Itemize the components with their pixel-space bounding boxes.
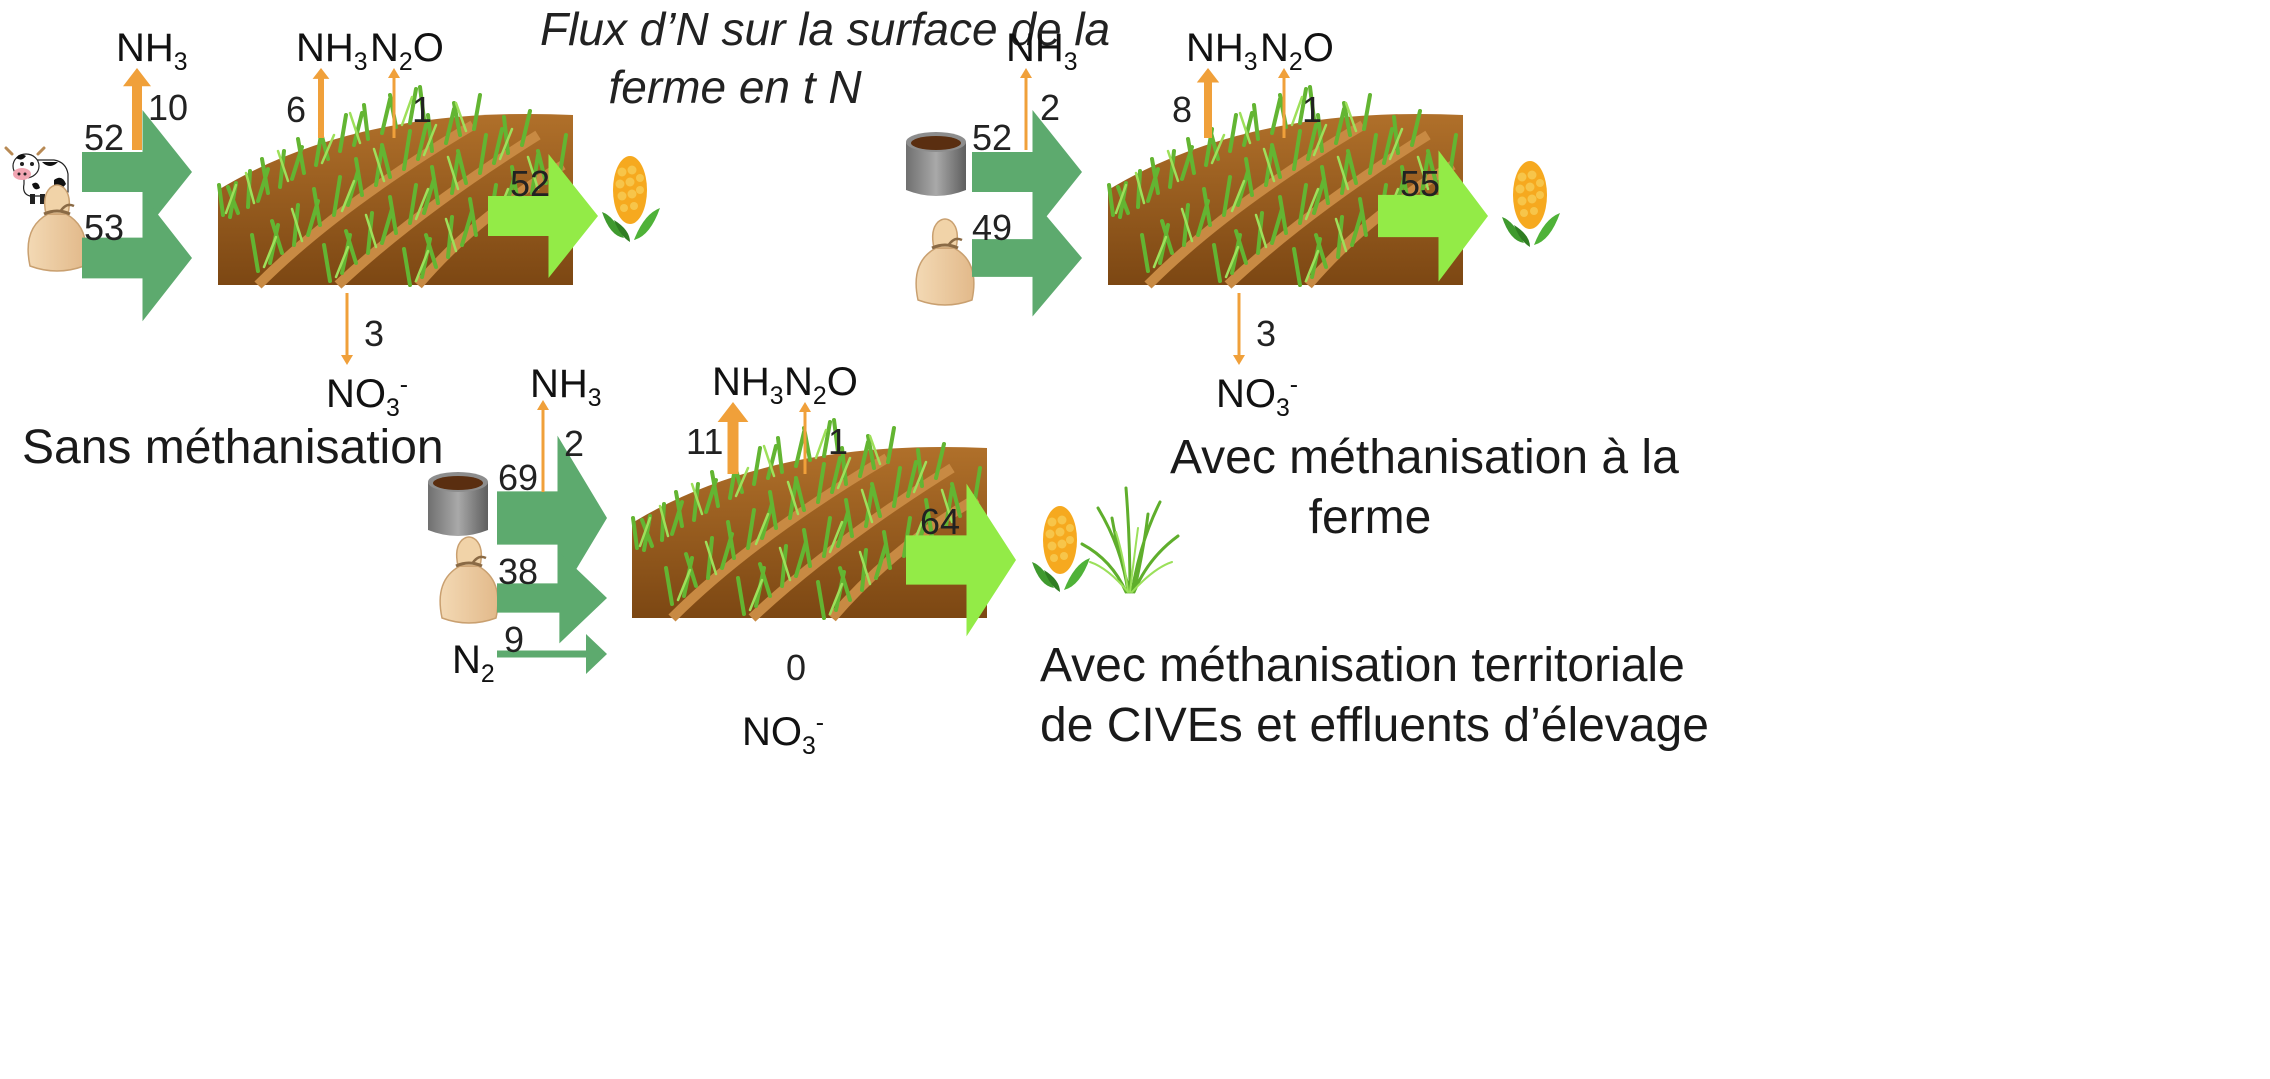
digestate-input-value: 52	[972, 117, 1013, 158]
mineral-fertilizer-bag-icon	[438, 535, 500, 625]
no3-leach-value: 3	[364, 313, 385, 354]
nh3-label: NH3	[296, 26, 368, 76]
mineral-fertilizer-bag-icon	[914, 217, 976, 307]
nh3-field-value: 6	[286, 89, 307, 130]
corn-icon	[1502, 161, 1560, 247]
no3-leach-arrow	[341, 293, 353, 365]
mineral-fertilizer-bag-icon	[26, 183, 88, 273]
input-arrow-digestate	[972, 109, 1082, 235]
output-arrow	[1378, 150, 1488, 282]
scenario-label-ferme-line-2: ferme	[1308, 491, 1432, 544]
output-value: 55	[1400, 163, 1441, 204]
nh3-storage-arrow	[537, 400, 549, 492]
scenario-label-territoriale: Avec méthanisation territoriale de CIVEs…	[1040, 639, 1709, 752]
scenario-label-sans: Sans méthanisation	[22, 421, 444, 474]
grass-icon	[1080, 486, 1180, 594]
digestate-input-value: 69	[498, 457, 539, 498]
nh3-label: NH3	[116, 26, 188, 76]
mineral-input-value: 53	[84, 207, 125, 248]
n2o-field-value: 1	[1302, 89, 1323, 130]
input-arrow-n2	[497, 634, 607, 674]
scenario-label-territoriale-line-2: de CIVEs et effluents d’élevage	[1040, 699, 1709, 752]
nh3-field-arrow	[717, 402, 749, 474]
input-arrow-digestate	[497, 435, 607, 601]
nh3-label: NH3	[1186, 26, 1258, 76]
n2o-field-arrow	[388, 68, 400, 138]
digestate-tank-icon	[428, 472, 488, 536]
n2o-field-value: 1	[828, 421, 849, 462]
output-arrow	[488, 153, 598, 279]
diagram-title: Flux d’N sur la surface de la ferme en t…	[540, 3, 1111, 113]
n2-input-value: 9	[504, 619, 525, 660]
input-arrow-mineral	[82, 194, 192, 322]
title-line-1: Flux d’N sur la surface de la	[540, 3, 1111, 55]
nh3-field-arrow	[1196, 68, 1220, 138]
scenario-label-ferme: Avec méthanisation à la ferme	[1170, 431, 1679, 544]
n2o-label: N2O	[1260, 26, 1334, 76]
n2o-field-arrow	[1278, 68, 1290, 138]
nh3-label: NH3	[530, 362, 602, 412]
nh3-label: NH3	[1006, 26, 1078, 76]
n2o-label: N2O	[784, 360, 858, 410]
nh3-storage-value: 2	[564, 423, 585, 464]
no3-label: NO3-	[326, 371, 409, 422]
n2o-field-value: 1	[412, 89, 433, 130]
mineral-input-value: 38	[498, 551, 539, 592]
nh3-storage-value: 2	[1040, 87, 1061, 128]
nh3-storage-arrow	[1020, 68, 1032, 150]
n2-label: N2	[452, 638, 495, 688]
input-arrow-mineral	[972, 199, 1082, 317]
nh3-field-arrow	[312, 68, 330, 138]
nh3-storage-arrow	[123, 68, 151, 150]
no3-leach-value: 0	[786, 647, 807, 688]
corn-icon	[602, 156, 660, 242]
nh3-label: NH3	[712, 360, 784, 410]
no3-leach-arrow	[1233, 293, 1245, 365]
output-value: 52	[510, 163, 551, 204]
title-line-2: ferme en t N	[608, 61, 862, 113]
nh3-field-value: 8	[1172, 89, 1193, 130]
digestate-tank-icon	[906, 132, 966, 196]
no3-label: NO3-	[742, 709, 825, 760]
no3-label: NO3-	[1216, 371, 1299, 422]
output-arrow	[906, 483, 1016, 637]
scenario-label-ferme-line-1: Avec méthanisation à la	[1170, 431, 1679, 484]
n2o-label: N2O	[370, 26, 444, 76]
scenario-label-territoriale-line-1: Avec méthanisation territoriale	[1040, 639, 1685, 692]
input-arrow-mineral	[497, 552, 607, 644]
n2o-field-arrow	[799, 402, 811, 474]
output-value: 64	[920, 501, 961, 542]
cow-input-value: 52	[84, 117, 125, 158]
mineral-input-value: 49	[972, 207, 1013, 248]
input-arrow-cow	[82, 109, 192, 235]
corn-icon	[1032, 506, 1090, 592]
nh3-field-value: 11	[686, 421, 724, 462]
nh3-storage-value: 10	[148, 87, 189, 128]
no3-leach-value: 3	[1256, 313, 1277, 354]
